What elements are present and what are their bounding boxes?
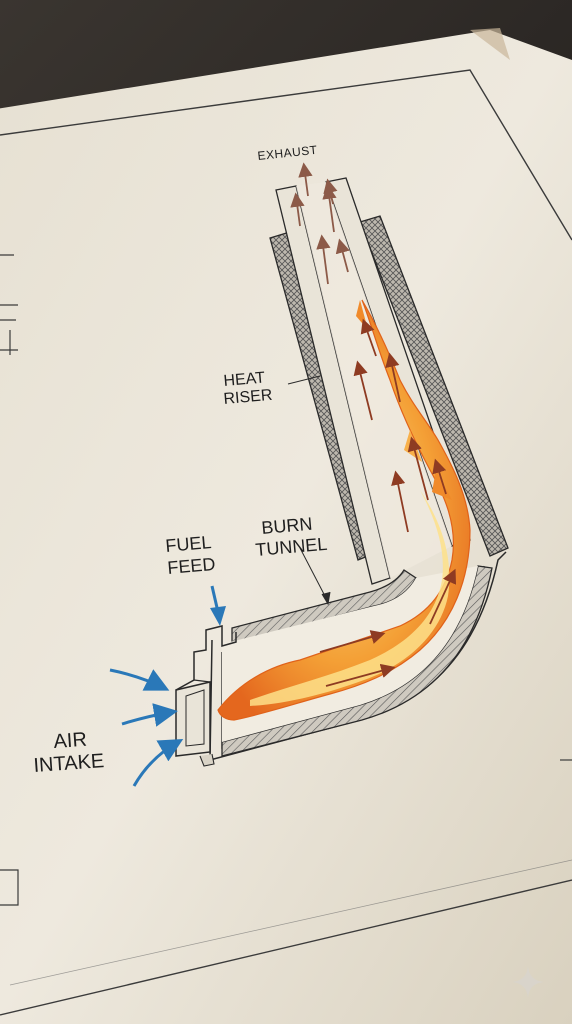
label-exhaust: EXHAUST [257, 143, 318, 163]
label-fuel: FUEL [165, 532, 213, 556]
label-burn: BURN [261, 514, 314, 538]
exhaust-arrows [290, 162, 350, 285]
label-heat: HEAT [223, 369, 266, 390]
fuel-feed-arrow [210, 585, 226, 626]
air-intake-arrows [109, 668, 184, 787]
fuel-feed-box [175, 625, 237, 767]
label-intake: INTAKE [33, 750, 105, 777]
sparkle-icon [512, 966, 544, 998]
leader-lines [287, 375, 331, 606]
label-air: AIR [53, 729, 88, 753]
labels: EXHAUST HEAT RISER FUEL FEED BURN TUNNEL… [33, 143, 328, 777]
hot-gas-arrows [319, 318, 457, 687]
paper-sheet [0, 28, 572, 1024]
label-feed: FEED [167, 554, 217, 578]
label-riser: RISER [223, 387, 273, 408]
